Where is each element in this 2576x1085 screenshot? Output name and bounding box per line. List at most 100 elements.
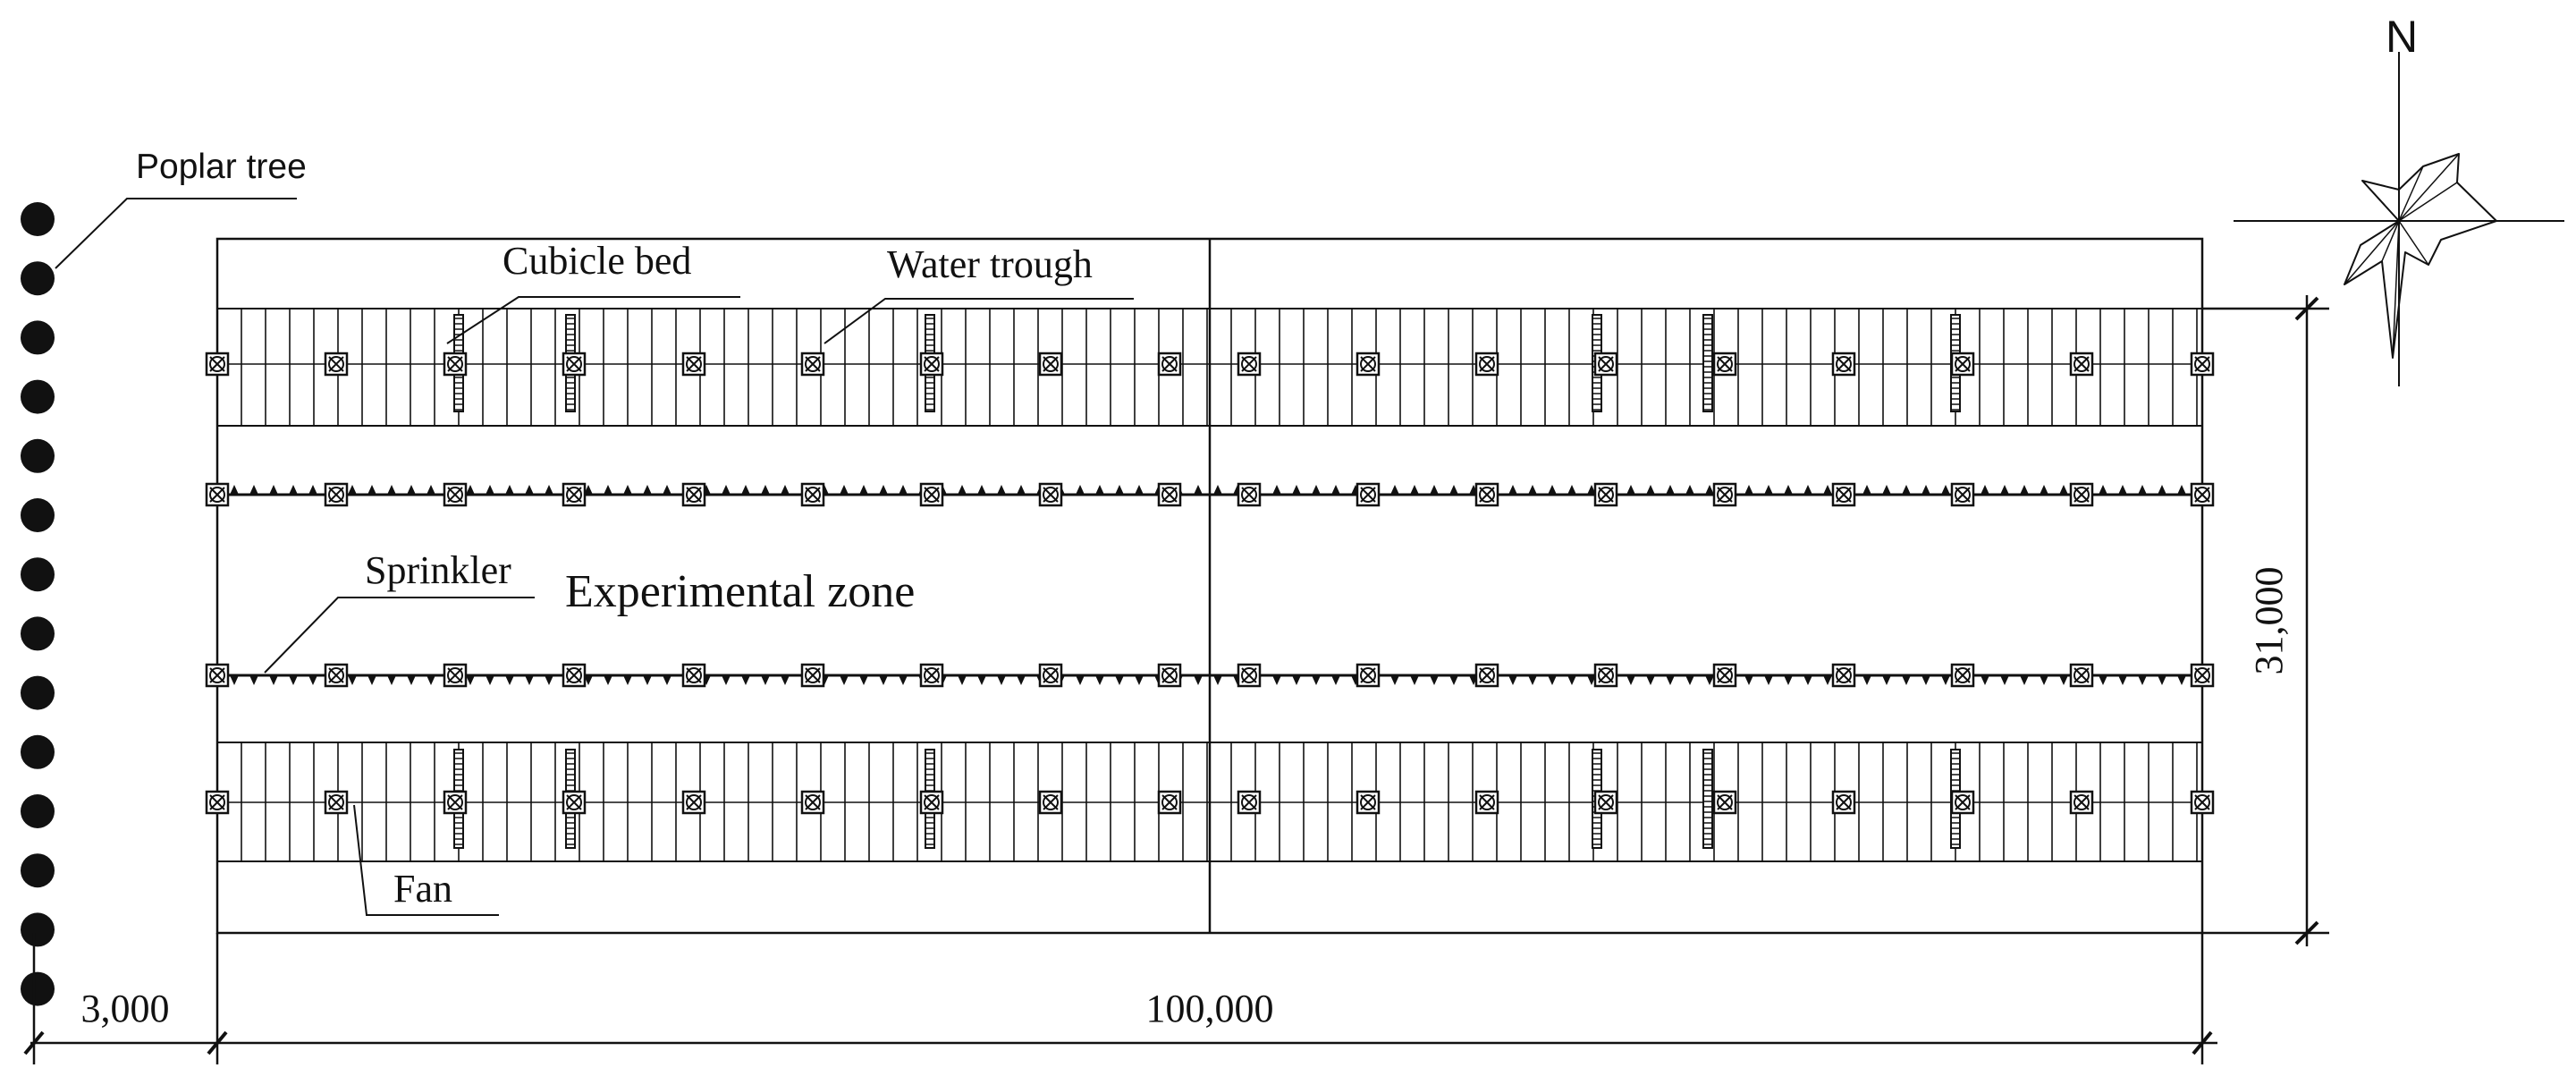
fan-cross xyxy=(209,356,225,372)
fan-blade-ring xyxy=(1479,356,1495,372)
fan-cross xyxy=(1043,794,1059,810)
sprinkler-nozzle xyxy=(2118,675,2127,685)
fan-icon xyxy=(1831,790,1856,815)
sprinkler-nozzle xyxy=(722,675,731,685)
sprinkler-nozzle xyxy=(604,485,612,495)
sprinkler-nozzle xyxy=(1921,485,1930,495)
sprinkler-nozzle xyxy=(348,485,357,495)
fan-cross xyxy=(1955,487,1971,503)
fan-cross xyxy=(686,794,702,810)
fan-icon xyxy=(1356,790,1381,815)
fan-icon xyxy=(681,482,706,507)
sprinkler-nozzle xyxy=(2177,485,2186,495)
fan-cross xyxy=(209,667,225,683)
sprinkler-nozzle xyxy=(1508,675,1517,685)
fan-blade-ring xyxy=(447,794,463,810)
fan-cross xyxy=(1717,667,1733,683)
fan-icon xyxy=(800,482,825,507)
sprinkler-nozzle xyxy=(289,675,298,685)
fan-blade-ring xyxy=(566,667,582,683)
sprinkler-nozzle xyxy=(2000,675,2009,685)
fan-cross xyxy=(447,667,463,683)
sprinkler-nozzle xyxy=(1803,675,1812,685)
fan-icon xyxy=(205,352,230,377)
fan-icon xyxy=(2069,663,2094,688)
fan-icon xyxy=(1038,663,1063,688)
sprinkler-nozzle xyxy=(2158,485,2166,495)
fan-icon xyxy=(1474,482,1499,507)
fan-cross xyxy=(1043,487,1059,503)
sprinkler-nozzle xyxy=(2040,485,2048,495)
sprinkler-nozzle xyxy=(1292,485,1301,495)
fan-icon xyxy=(1712,790,1737,815)
sprinkler-nozzle xyxy=(840,485,849,495)
sprinkler-nozzle xyxy=(1449,675,1458,685)
fan-icon xyxy=(919,663,944,688)
sprinkler-nozzle xyxy=(1666,675,1675,685)
sprinkler-nozzle xyxy=(663,675,671,685)
fan-cross xyxy=(1836,356,1852,372)
fan-blade-ring xyxy=(1043,487,1059,503)
water-trough xyxy=(1702,314,1713,412)
fan-blade-ring xyxy=(1161,356,1178,372)
fan-icon xyxy=(2190,352,2215,377)
fan-blade-ring xyxy=(1241,794,1257,810)
sprinkler-nozzle xyxy=(230,485,239,495)
sprinkler-nozzle xyxy=(1272,485,1281,495)
fan-blade-ring xyxy=(924,356,940,372)
sprinkler-nozzle xyxy=(269,675,278,685)
fan-icon xyxy=(2069,482,2094,507)
sprinkler-nozzle xyxy=(761,485,770,495)
sprinkler-nozzle xyxy=(2099,675,2107,685)
fan-icon xyxy=(1038,482,1063,507)
fan-blade-ring xyxy=(805,667,821,683)
fan-icon xyxy=(324,482,349,507)
dimension-offset-label: 3,000 xyxy=(81,987,170,1030)
fan-cross xyxy=(1360,794,1376,810)
fan-blade-ring xyxy=(805,487,821,503)
fan-cross xyxy=(686,487,702,503)
fan-blade-ring xyxy=(1836,667,1852,683)
sprinkler-nozzle xyxy=(505,485,514,495)
sprinkler-nozzle xyxy=(584,675,593,685)
sprinkler-nozzle xyxy=(1626,675,1635,685)
fan-icon xyxy=(1950,790,1975,815)
fan-cross xyxy=(1836,487,1852,503)
sprinkler-nozzle xyxy=(525,485,534,495)
fan-label: Fan xyxy=(393,867,452,911)
sprinkler-nozzle xyxy=(1626,485,1635,495)
sprinkler-nozzle xyxy=(1095,675,1104,685)
fan-cross xyxy=(447,794,463,810)
sprinkler-nozzle xyxy=(1076,485,1085,495)
sprinkler-nozzle xyxy=(958,485,967,495)
poplar-tree-icon xyxy=(21,498,55,532)
sprinkler-nozzle xyxy=(1646,485,1655,495)
fan-icon xyxy=(681,352,706,377)
fan-cross xyxy=(686,667,702,683)
sprinkler-nozzle xyxy=(1292,675,1301,685)
fan-icon xyxy=(1712,663,1737,688)
dimension-width-label: 100,000 xyxy=(1146,987,1274,1030)
fan-icon xyxy=(443,790,468,815)
sprinkler-nozzle xyxy=(1410,485,1419,495)
sprinkler-nozzle xyxy=(781,485,790,495)
fan-cross xyxy=(805,794,821,810)
sprinkler-nozzle xyxy=(407,675,416,685)
sprinkler-nozzle xyxy=(2177,675,2186,685)
fan-icon xyxy=(1950,663,1975,688)
sprinkler-nozzle xyxy=(1981,485,1989,495)
fan-blade-ring xyxy=(447,356,463,372)
sprinkler-nozzle xyxy=(505,675,514,685)
fan-cross xyxy=(1241,356,1257,372)
sprinkler-nozzle xyxy=(1784,485,1793,495)
fan-icon xyxy=(1831,663,1856,688)
sprinkler-nozzle xyxy=(466,485,475,495)
sprinkler-nozzle xyxy=(977,485,986,495)
sprinkler-nozzle xyxy=(1312,675,1321,685)
sprinkler-nozzle xyxy=(407,485,416,495)
fan-blade-ring xyxy=(1479,794,1495,810)
fan-cross xyxy=(686,356,702,372)
compass-rays xyxy=(2344,153,2496,359)
sprinkler-nozzle xyxy=(761,675,770,685)
fan-icon xyxy=(205,790,230,815)
